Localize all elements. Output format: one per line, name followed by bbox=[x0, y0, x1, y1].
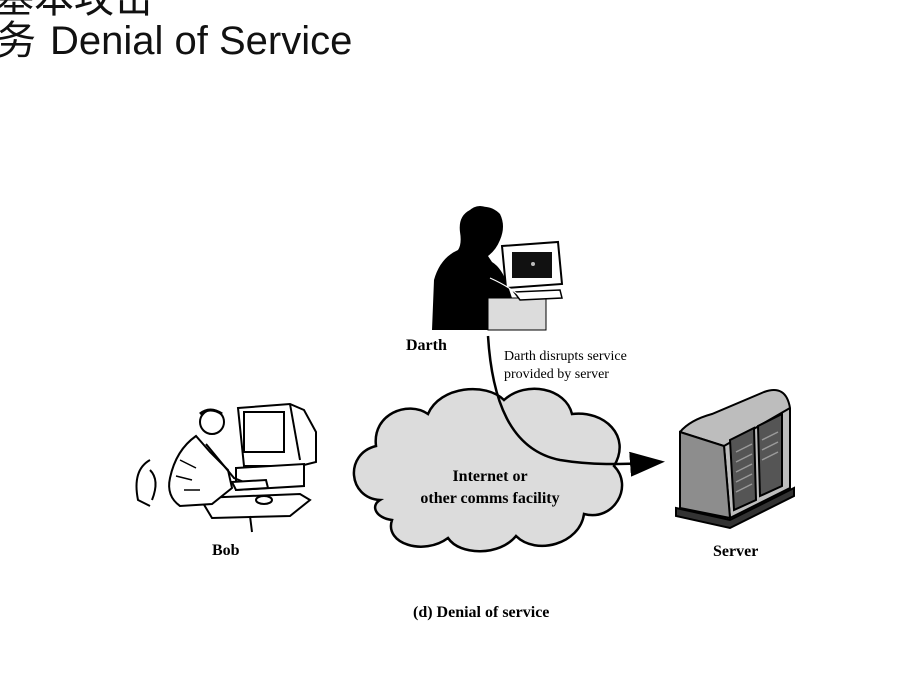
title-line-2-cjk: 务 bbox=[0, 18, 36, 64]
cloud-icon bbox=[352, 387, 624, 553]
title-line-2-en: Denial of Service bbox=[50, 19, 353, 63]
cloud-label-line-1: Internet or bbox=[452, 468, 528, 485]
annotation-line-1: Darth disrupts service bbox=[504, 349, 627, 364]
cloud-label: Internet or other comms facility bbox=[390, 466, 590, 510]
annotation-line-2: provided by server bbox=[504, 367, 609, 382]
title-line-2: 务 Denial of Service bbox=[0, 8, 352, 66]
cloud-label-line-2: other comms facility bbox=[420, 490, 560, 507]
darth-person-icon bbox=[432, 206, 564, 331]
bob-computer-icon bbox=[135, 402, 317, 533]
bob-label: Bob bbox=[212, 542, 240, 559]
attack-arrow bbox=[486, 335, 665, 477]
slide-title: 基本攻击 务 Denial of Service bbox=[0, 0, 900, 72]
server-icon bbox=[675, 389, 795, 530]
server-label: Server bbox=[713, 543, 759, 560]
figure-caption: (d) Denial of service bbox=[413, 604, 550, 621]
darth-label: Darth bbox=[406, 337, 447, 354]
title-line-1: 基本攻击 bbox=[0, 0, 154, 24]
